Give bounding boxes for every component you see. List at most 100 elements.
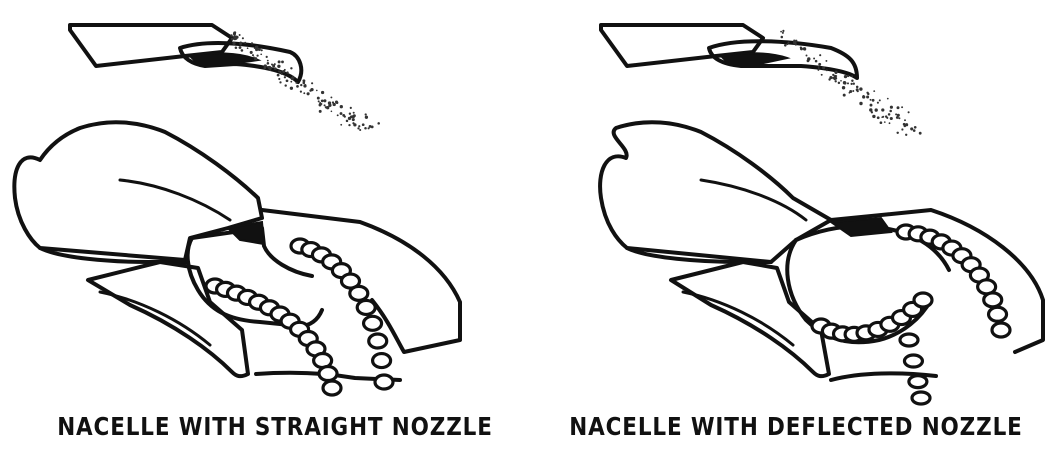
spray-dot (348, 117, 351, 120)
spray-dot (901, 128, 903, 130)
spray-dot (330, 96, 332, 98)
spray-dot (371, 126, 374, 129)
nozzle-ring (319, 367, 337, 381)
spray-dot (829, 76, 832, 79)
spray-dot (905, 134, 907, 136)
wing (88, 210, 460, 380)
spray-dot (819, 54, 821, 56)
spray-dot (859, 87, 862, 90)
nozzle-ring (909, 376, 927, 388)
spray-dot (875, 108, 878, 111)
spray-dot (844, 75, 847, 78)
spray-dot (239, 42, 242, 45)
spray-dot (344, 116, 346, 118)
spray-dot (862, 95, 864, 97)
spray-dot (230, 34, 233, 37)
spray-dot (849, 90, 852, 93)
spray-dot (365, 113, 367, 115)
spray-dot (307, 92, 310, 95)
spray-dot (239, 46, 242, 49)
nozzle-ring (912, 392, 930, 404)
spray-dot (264, 64, 267, 67)
spray-dot (252, 54, 254, 56)
spray-dot (913, 129, 916, 132)
spray-dot (278, 70, 280, 72)
spray-dot (881, 108, 884, 111)
spray-dot (877, 102, 879, 104)
spray-dot (286, 79, 289, 82)
spray-dot (914, 126, 917, 129)
spray-dot (788, 42, 790, 44)
spray-dot (840, 80, 842, 82)
spray-dot (286, 71, 288, 73)
spray-dot (794, 42, 796, 44)
spray-dot (835, 75, 837, 77)
nozzle-ring (900, 334, 918, 346)
spray-dot (359, 129, 361, 131)
spray-dot (340, 124, 342, 126)
spray-dot (295, 82, 297, 84)
spray-dot (260, 53, 262, 55)
spray-dot (847, 75, 849, 77)
straight-nozzle-illustration (0, 0, 530, 410)
spray-dot (856, 86, 859, 89)
spray-dot (274, 67, 277, 70)
spray-dot (231, 38, 234, 41)
spray-dot (261, 49, 263, 51)
spray-dot (822, 66, 825, 69)
spray-dot (832, 77, 835, 80)
spray-dot (290, 81, 292, 83)
nozzle-ring (375, 375, 393, 389)
spray-dot (818, 66, 820, 68)
spray-dot (813, 58, 815, 60)
panel-deflected-nozzle: NACELLE WITH DEFLECTED NOZZLE (531, 0, 1061, 465)
spray-dot (859, 102, 862, 105)
spray-dot (311, 89, 313, 91)
spray-dot (290, 67, 292, 69)
spray-dot (357, 127, 359, 129)
spray-dot (857, 90, 859, 92)
spray-dot (296, 85, 299, 88)
spray-dot (279, 81, 281, 83)
spray-dot (258, 48, 261, 51)
spray-dot (247, 47, 249, 49)
spray-dot (329, 104, 331, 106)
spray-dot (331, 111, 333, 113)
spray-dot (843, 81, 846, 84)
spray-dot (267, 60, 269, 62)
spray-dot (346, 120, 349, 123)
spray-dot (278, 78, 280, 80)
spray-dot (890, 106, 893, 109)
spray-dot (266, 56, 268, 58)
spray-dot (302, 82, 305, 85)
spray-dot (235, 35, 237, 37)
nozzle-ring (364, 316, 382, 330)
spray-dot (241, 49, 244, 52)
spray-dot (889, 110, 892, 113)
spray-dot (321, 100, 324, 103)
spray-dot (815, 60, 818, 63)
spray-dot (904, 119, 906, 121)
spray-dot (337, 114, 339, 116)
spray-dot (880, 121, 883, 124)
spray-dot (885, 115, 887, 117)
spray-dot (843, 94, 846, 97)
nozzle-ring (323, 381, 341, 395)
spray-dot (826, 69, 828, 71)
spray-dot (869, 108, 872, 111)
nozzle-ring (984, 293, 1002, 307)
spray-dot (782, 30, 784, 32)
spray-dot (242, 37, 244, 39)
spray-dot (281, 60, 284, 63)
spray-dot (818, 68, 820, 70)
spray-dot (781, 36, 784, 39)
spray-dot (887, 98, 889, 100)
spray-dot (304, 84, 306, 86)
spray-dot (870, 99, 872, 101)
spray-dot (291, 77, 294, 80)
spray-dot (377, 122, 380, 125)
spray-dot (235, 47, 238, 50)
spray-dot (278, 60, 281, 63)
nozzle-ring (914, 293, 932, 307)
